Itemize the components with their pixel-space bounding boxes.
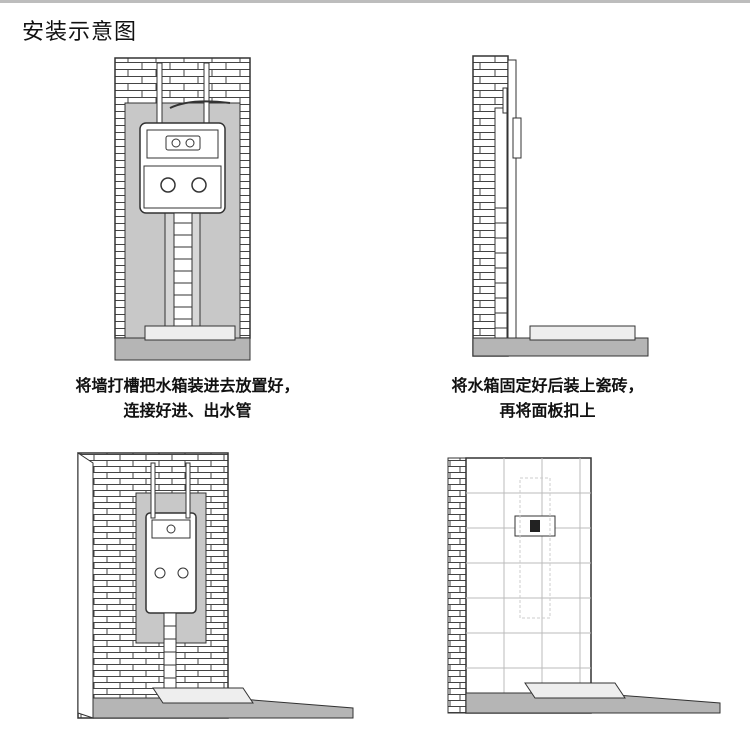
diagram-perspective-recess xyxy=(68,448,368,733)
page-title: 安装示意图 xyxy=(22,20,138,45)
floor-side xyxy=(472,337,649,357)
step2-caption-line2: 再将面板扣上 xyxy=(499,401,596,420)
tile-layer xyxy=(507,59,517,356)
step1-caption-line1: 将墙打槽把水箱装进去放置好， xyxy=(75,376,300,395)
step2-caption: 将水箱固定好后装上瓷砖， 再将面板扣上 xyxy=(360,373,735,423)
step1-caption-line2: 连接好进、出水管 xyxy=(123,401,252,420)
floor-tiled xyxy=(465,692,721,714)
diagram-front-recess xyxy=(100,48,260,363)
floor-perspective xyxy=(92,697,354,719)
diagram-tiled-finish xyxy=(440,448,730,733)
tiled-wall xyxy=(465,457,592,714)
diagram-side-view xyxy=(465,48,655,363)
floor xyxy=(114,337,251,361)
top-divider xyxy=(0,0,750,3)
step1-caption: 将墙打槽把水箱装进去放置好， 连接好进、出水管 xyxy=(0,373,375,423)
step2-caption-line1: 将水箱固定好后装上瓷砖， xyxy=(451,376,644,395)
